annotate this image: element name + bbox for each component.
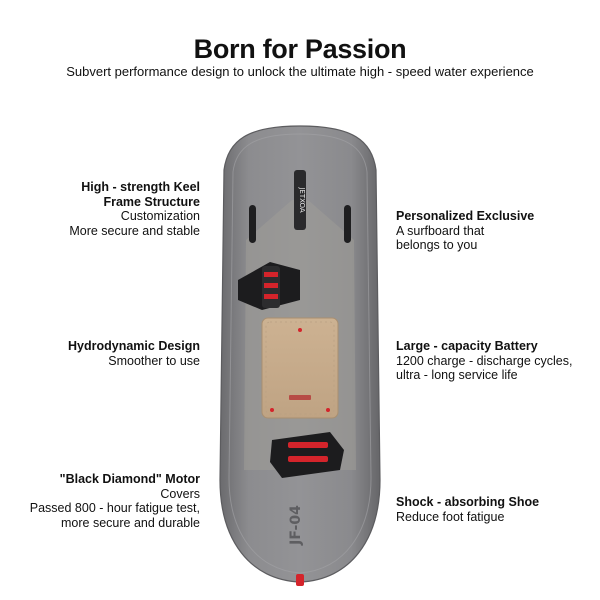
feature-desc: A surfboard that (396, 223, 485, 238)
feature-desc: Reduce foot fatigue (396, 509, 505, 524)
feature-heading: High - strength Keel (81, 180, 200, 194)
feature-desc: 1200 charge - discharge cycles, (396, 353, 573, 368)
feature-desc: ultra - long service life (396, 368, 518, 382)
rear-binding (270, 432, 344, 478)
feature-heading: Personalized Exclusive (396, 209, 535, 223)
handle-left (249, 205, 256, 243)
feature-motor-covers: "Black Diamond" Motor Covers Passed 800 … (0, 472, 200, 530)
feature-desc: more secure and durable (61, 515, 200, 530)
feature-heading-line2: Frame Structure (103, 194, 200, 209)
feature-desc: Passed 800 - hour fatigue test, (29, 501, 200, 515)
feature-desc: Smoother to use (108, 353, 200, 368)
feature-battery: Large - capacity Battery 1200 charge - d… (396, 339, 596, 383)
page-title: Born for Passion (193, 34, 407, 64)
front-binding (238, 262, 300, 310)
traction-pad (261, 317, 339, 419)
feature-hydrodynamic: Hydrodynamic Design Smoother to use (10, 339, 200, 368)
feature-heading: Large - capacity Battery (396, 339, 538, 353)
feature-desc: Customization (120, 209, 200, 223)
svg-text:JF-04: JF-04 (288, 505, 304, 546)
handle-right (344, 205, 351, 243)
page-subtitle: Subvert performance design to unlock the… (66, 64, 534, 79)
feature-heading: Hydrodynamic Design (68, 339, 200, 353)
feature-desc: belongs to you (396, 238, 478, 252)
feature-heading: "Black Diamond" Motor (59, 472, 200, 486)
feature-keel-frame: High - strength Keel Frame Structure Cus… (10, 180, 200, 238)
feature-desc: More secure and stable (69, 223, 200, 238)
feature-shock-shoe: Shock - absorbing Shoe Reduce foot fatig… (396, 495, 596, 524)
feature-personalized: Personalized Exclusive A surfboard that … (396, 209, 596, 253)
feature-desc: Covers (160, 486, 200, 501)
svg-text:JETXOA: JETXOA (298, 186, 306, 212)
feature-heading: Shock - absorbing Shoe (396, 495, 540, 509)
